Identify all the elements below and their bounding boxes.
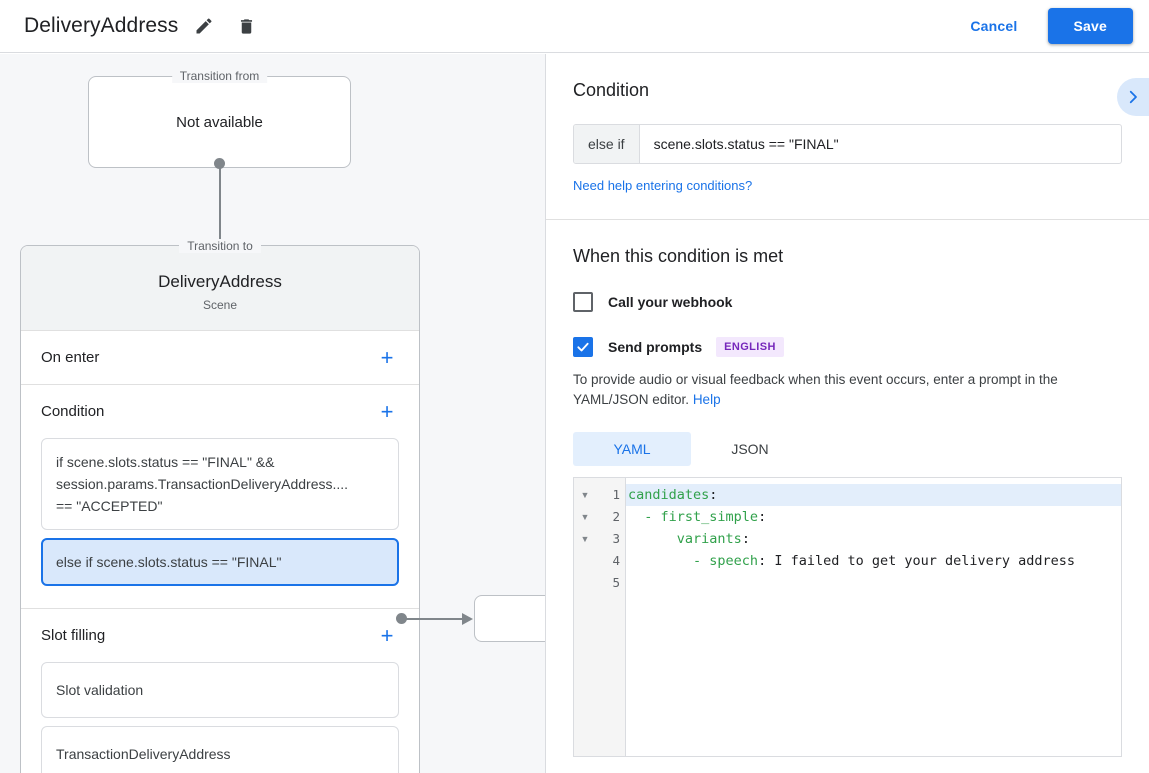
tab-yaml[interactable]: YAML <box>573 432 691 466</box>
transition-from-node[interactable]: Transition from Not available <box>88 69 351 168</box>
language-badge: ENGLISH <box>716 337 784 357</box>
tab-json[interactable]: JSON <box>731 441 769 457</box>
fold-triangle-icon[interactable]: ▼ <box>580 490 590 500</box>
edge-source-dot <box>396 613 407 624</box>
when-condition-met-section: When this condition is met Call your web… <box>546 220 1149 757</box>
webhook-row[interactable]: Call your webhook <box>573 292 1122 312</box>
code-line[interactable]: - first_simple: <box>626 506 1121 528</box>
edge-target-node[interactable] <box>474 595 545 642</box>
save-button[interactable]: Save <box>1047 8 1133 44</box>
condition-prefix-label: else if <box>574 125 640 163</box>
details-panel: Condition else if scene.slots.status == … <box>546 54 1149 773</box>
condition-item-selected[interactable]: else if scene.slots.status == "FINAL" <box>41 538 399 586</box>
code-value: : <box>741 531 750 547</box>
send-prompts-label: Send prompts <box>608 339 703 355</box>
scene-type: Scene <box>202 298 238 312</box>
condition-help-link[interactable]: Need help entering conditions? <box>573 178 753 193</box>
pencil-icon[interactable] <box>188 10 220 42</box>
yaml-editor[interactable]: ▼ ▼ ▼ 1 2 3 4 5 candidates: - first_simple: va… <box>573 477 1122 757</box>
section-title-slot-filling: Slot filling <box>41 627 106 644</box>
transition-from-value: Not available <box>176 113 263 131</box>
condition-section: Condition else if scene.slots.status == … <box>546 54 1149 220</box>
connector-line <box>219 164 221 250</box>
add-slot-filling-button[interactable]: + <box>380 622 394 648</box>
editor-fold-gutter[interactable]: ▼ ▼ ▼ <box>574 478 596 756</box>
section-condition: Condition + if scene.slots.status == "FI… <box>21 385 419 609</box>
fold-triangle-icon[interactable]: ▼ <box>580 512 590 522</box>
section-on-enter: On enter + <box>21 331 419 385</box>
prompt-note: To provide audio or visual feedback when… <box>573 370 1122 410</box>
editor-line-number-gutter: 1 2 3 4 5 <box>596 478 626 756</box>
edge-line <box>406 618 464 620</box>
code-line[interactable]: variants: <box>626 528 1121 550</box>
code-line[interactable] <box>626 572 1121 594</box>
check-icon <box>577 342 589 352</box>
send-prompts-checkbox[interactable] <box>573 337 593 357</box>
line-number: 5 <box>612 575 620 590</box>
add-condition-button[interactable]: + <box>380 398 394 424</box>
when-met-heading: When this condition is met <box>573 246 784 266</box>
chevron-right-icon-glyph <box>1129 90 1137 104</box>
condition-item[interactable]: if scene.slots.status == "FINAL" && sess… <box>41 438 399 530</box>
prompt-note-text: To provide audio or visual feedback when… <box>573 372 1058 407</box>
code-key: - speech <box>693 553 759 569</box>
code-line[interactable]: - speech: I failed to get your delivery … <box>626 550 1121 572</box>
code-line[interactable]: candidates: <box>626 484 1121 506</box>
scene-card[interactable]: DeliveryAddress Scene On enter + Conditi… <box>20 245 420 773</box>
connector-dot <box>214 158 225 169</box>
code-key: candidates <box>628 487 710 503</box>
add-on-enter-button[interactable]: + <box>380 344 394 370</box>
slot-filling-item[interactable]: TransactionDeliveryAddress <box>41 726 399 773</box>
chevron-right-icon[interactable] <box>1117 78 1149 116</box>
code-key: variants <box>676 531 742 547</box>
prompt-note-help-link[interactable]: Help <box>692 392 721 407</box>
scene-card-header: DeliveryAddress Scene <box>21 246 419 331</box>
app-header: DeliveryAddress Cancel Save <box>0 0 1149 53</box>
send-prompts-row[interactable]: Send prompts ENGLISH <box>573 337 1122 357</box>
section-title-condition: Condition <box>41 403 105 420</box>
code-value: : I failed to get your delivery address <box>758 553 1076 569</box>
trash-icon[interactable] <box>230 10 262 42</box>
section-slot-filling: Slot filling + Slot validation Transacti… <box>21 609 419 773</box>
condition-expression-input[interactable]: scene.slots.status == "FINAL" <box>653 136 839 152</box>
scene-name: DeliveryAddress <box>158 272 282 291</box>
editor-code-area[interactable]: candidates: - first_simple: variants: - … <box>626 478 1121 756</box>
slot-filling-item[interactable]: Slot validation <box>41 662 399 718</box>
section-title-on-enter: On enter <box>41 349 100 366</box>
webhook-label: Call your webhook <box>608 294 733 310</box>
edge-arrowhead <box>462 613 473 625</box>
code-value: : <box>758 509 767 525</box>
condition-heading: Condition <box>573 80 650 100</box>
fold-triangle-icon[interactable]: ▼ <box>580 534 590 544</box>
cancel-button[interactable]: Cancel <box>954 9 1033 43</box>
pencil-icon-glyph <box>196 18 212 34</box>
flow-canvas[interactable]: Transition from Not available DeliveryAd… <box>0 54 545 773</box>
editor-tabs: YAML JSON <box>573 432 1122 466</box>
line-number: 2 <box>612 509 620 524</box>
fold-spacer <box>574 572 596 594</box>
panel-divider <box>545 54 546 773</box>
code-value: : <box>709 487 718 503</box>
condition-input-group[interactable]: else if scene.slots.status == "FINAL" <box>573 124 1122 164</box>
header-actions: Cancel Save <box>954 8 1149 44</box>
fold-spacer <box>574 550 596 572</box>
transition-from-legend: Transition from <box>171 69 268 83</box>
trash-icon-glyph <box>240 18 252 34</box>
webhook-checkbox[interactable] <box>573 292 593 312</box>
page-title: DeliveryAddress <box>24 14 179 37</box>
line-number: 4 <box>612 553 620 568</box>
code-key: - first_simple <box>644 509 759 525</box>
line-number: 1 <box>612 487 620 502</box>
line-number: 3 <box>612 531 620 546</box>
